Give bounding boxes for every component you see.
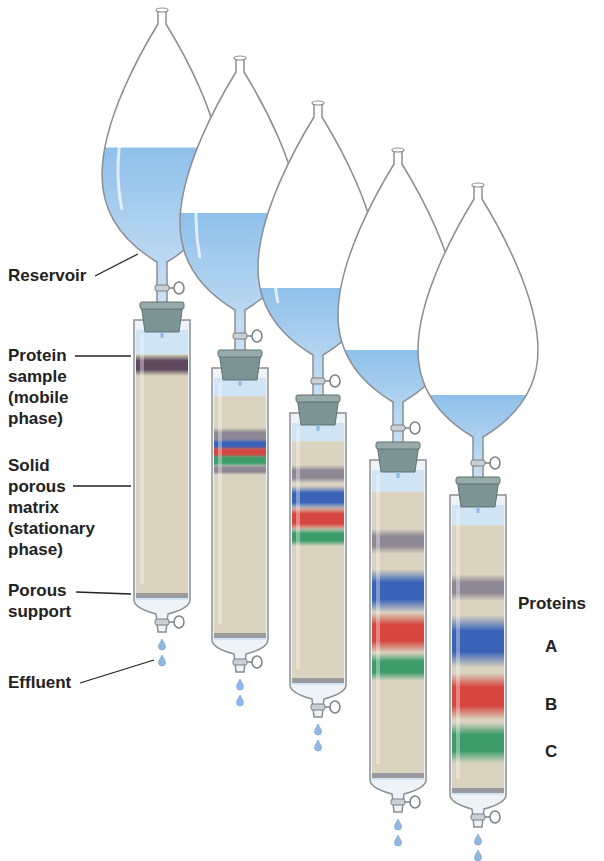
column-contents (292, 423, 344, 685)
effluent-drop (395, 819, 402, 830)
funnel-mouth (472, 183, 484, 187)
effluent-liquid (292, 683, 344, 685)
column-assembly (416, 183, 540, 861)
column-assembly (100, 8, 224, 666)
effluent-liquid (372, 778, 424, 780)
stopcock-body (391, 799, 405, 805)
glass-highlight (218, 382, 222, 624)
column-contents (452, 505, 504, 795)
stopcock-body (311, 704, 325, 710)
stopcock-body (311, 378, 325, 384)
glass-highlight (354, 270, 358, 350)
glass-highlight (196, 178, 200, 258)
stopcock-handle (252, 330, 262, 342)
funnel-mouth (312, 101, 324, 105)
stopcock-body (471, 814, 485, 820)
effluent-drop (315, 724, 322, 735)
reservoir-funnel (418, 185, 538, 485)
stopcock-handle (252, 656, 262, 668)
inflow-drop (317, 425, 320, 431)
glass-highlight (376, 474, 380, 764)
column-assembly (256, 101, 380, 751)
part-label: Solid porous matrix (stationary phase) (8, 455, 108, 560)
protein-letter: B (545, 694, 575, 715)
part-label: Protein sample (mobile phase) (8, 345, 108, 429)
column-tube (134, 320, 190, 632)
effluent-drop (159, 639, 166, 650)
column-tube (290, 413, 346, 717)
leader-line (75, 355, 131, 356)
part-label: Proteins (518, 593, 602, 614)
effluent-drop (237, 679, 244, 690)
effluent-drop (395, 835, 402, 846)
stopcock-body (391, 425, 405, 431)
porous-support (452, 788, 504, 793)
porous-support (372, 773, 424, 778)
inflow-drop (477, 507, 480, 513)
glass-highlight (434, 305, 438, 385)
protein-letter: A (545, 636, 575, 657)
leader-line (73, 485, 131, 486)
stopcock-handle (330, 701, 340, 713)
funnel-mouth (156, 8, 168, 12)
effluent-drop (475, 834, 482, 845)
porous-support (136, 593, 188, 598)
effluent-drop (159, 655, 166, 666)
stopper-rim (456, 477, 500, 484)
stopcock-handle (490, 811, 500, 823)
stopcock-handle (174, 616, 184, 628)
part-label: Porous support (8, 580, 108, 622)
inflow-drop (161, 332, 164, 338)
effluent-liquid (214, 638, 266, 640)
leader-line (76, 592, 131, 594)
column-contents (136, 330, 188, 600)
column-assembly (336, 148, 460, 846)
leader-line (80, 660, 154, 683)
leader-line (95, 254, 138, 276)
column-tube (212, 368, 268, 672)
column-tube (370, 460, 426, 812)
inflow-drop (397, 472, 400, 478)
glass-highlight (296, 427, 300, 669)
stopper-rim (376, 442, 420, 449)
stopcock-body (155, 285, 169, 291)
stopcock-handle (330, 375, 340, 387)
column-assembly (178, 56, 302, 706)
effluent-drop (237, 695, 244, 706)
stopcock-body (233, 333, 247, 339)
column-tube (450, 495, 506, 827)
porous-support (292, 678, 344, 683)
stopcock-handle (410, 796, 420, 808)
funnel-mouth (392, 148, 404, 152)
stopcock-body (471, 460, 485, 466)
column-contents (372, 470, 424, 780)
stopper-rim (218, 350, 262, 357)
glass-highlight (118, 130, 122, 210)
protein-letter: C (545, 741, 575, 762)
funnel-mouth (234, 56, 246, 60)
effluent-liquid (452, 793, 504, 795)
effluent-drop (315, 740, 322, 751)
stopcock-body (233, 659, 247, 665)
stopcock-handle (490, 457, 500, 469)
stopcock-handle (410, 422, 420, 434)
effluent-drop (475, 850, 482, 861)
stopper-rim (296, 395, 340, 402)
porous-support (214, 633, 266, 638)
glass-highlight (274, 223, 278, 303)
part-label: Effluent (8, 672, 118, 693)
stopcock-body (155, 619, 169, 625)
effluent-liquid (136, 598, 188, 600)
part-label: Reservoir (8, 265, 118, 286)
inflow-drop (239, 380, 242, 386)
reservoir-liquid (416, 395, 540, 485)
column-contents (214, 378, 266, 640)
stopper-rim (140, 302, 184, 309)
glass-highlight (140, 334, 144, 584)
glass-highlight (456, 509, 460, 779)
stopcock-handle (174, 282, 184, 294)
